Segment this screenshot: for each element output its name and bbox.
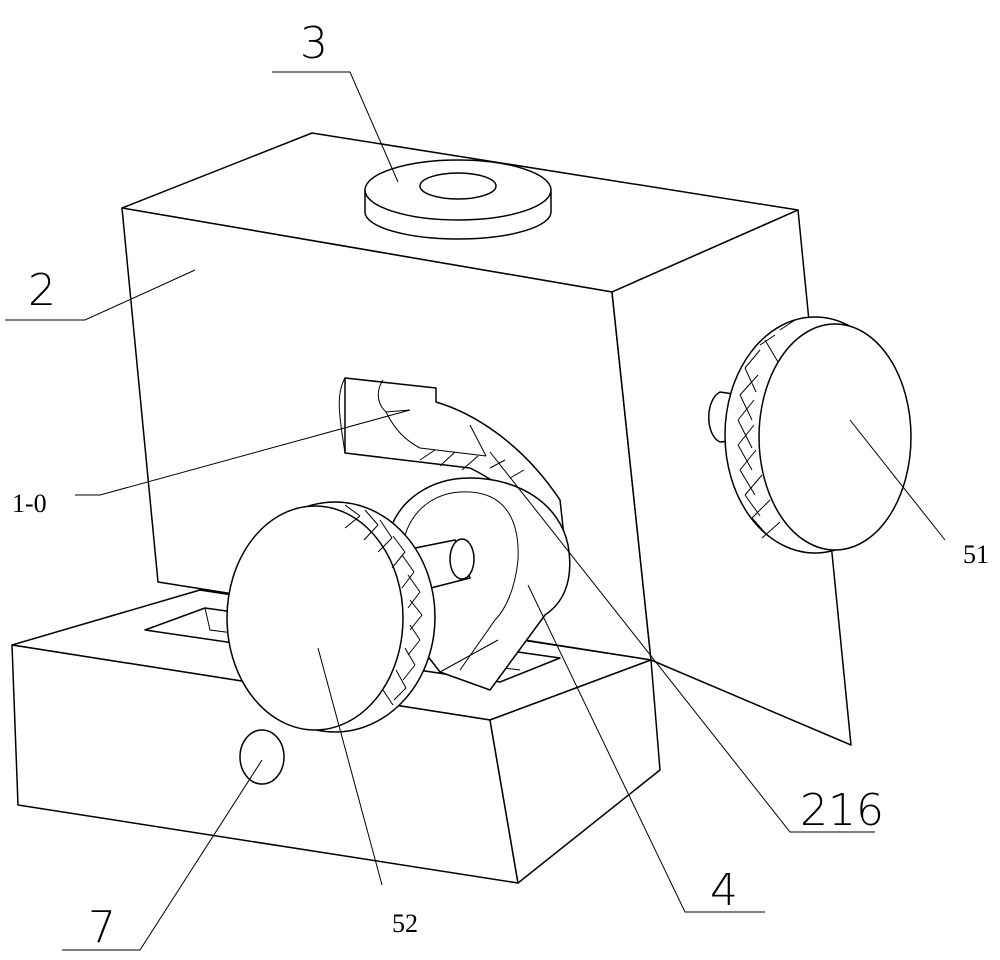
front-knob: [226, 501, 436, 733]
label-216: 216: [800, 785, 884, 836]
label-4: 4: [710, 865, 738, 916]
label-7: 7: [88, 902, 116, 953]
label-3: 3: [300, 18, 328, 69]
lever-arm: [389, 477, 571, 691]
top-washer: [364, 159, 552, 240]
part-labels: 3 2 1-0 51 216 52 4 7: [12, 18, 989, 953]
label-51: 51: [963, 540, 989, 569]
label-2: 2: [28, 265, 56, 316]
front-slot: [338, 377, 566, 546]
label-1-0: 1-0: [12, 489, 47, 518]
label-52: 52: [392, 909, 418, 938]
leader-lines: [5, 71, 946, 951]
right-knob: [708, 316, 912, 554]
